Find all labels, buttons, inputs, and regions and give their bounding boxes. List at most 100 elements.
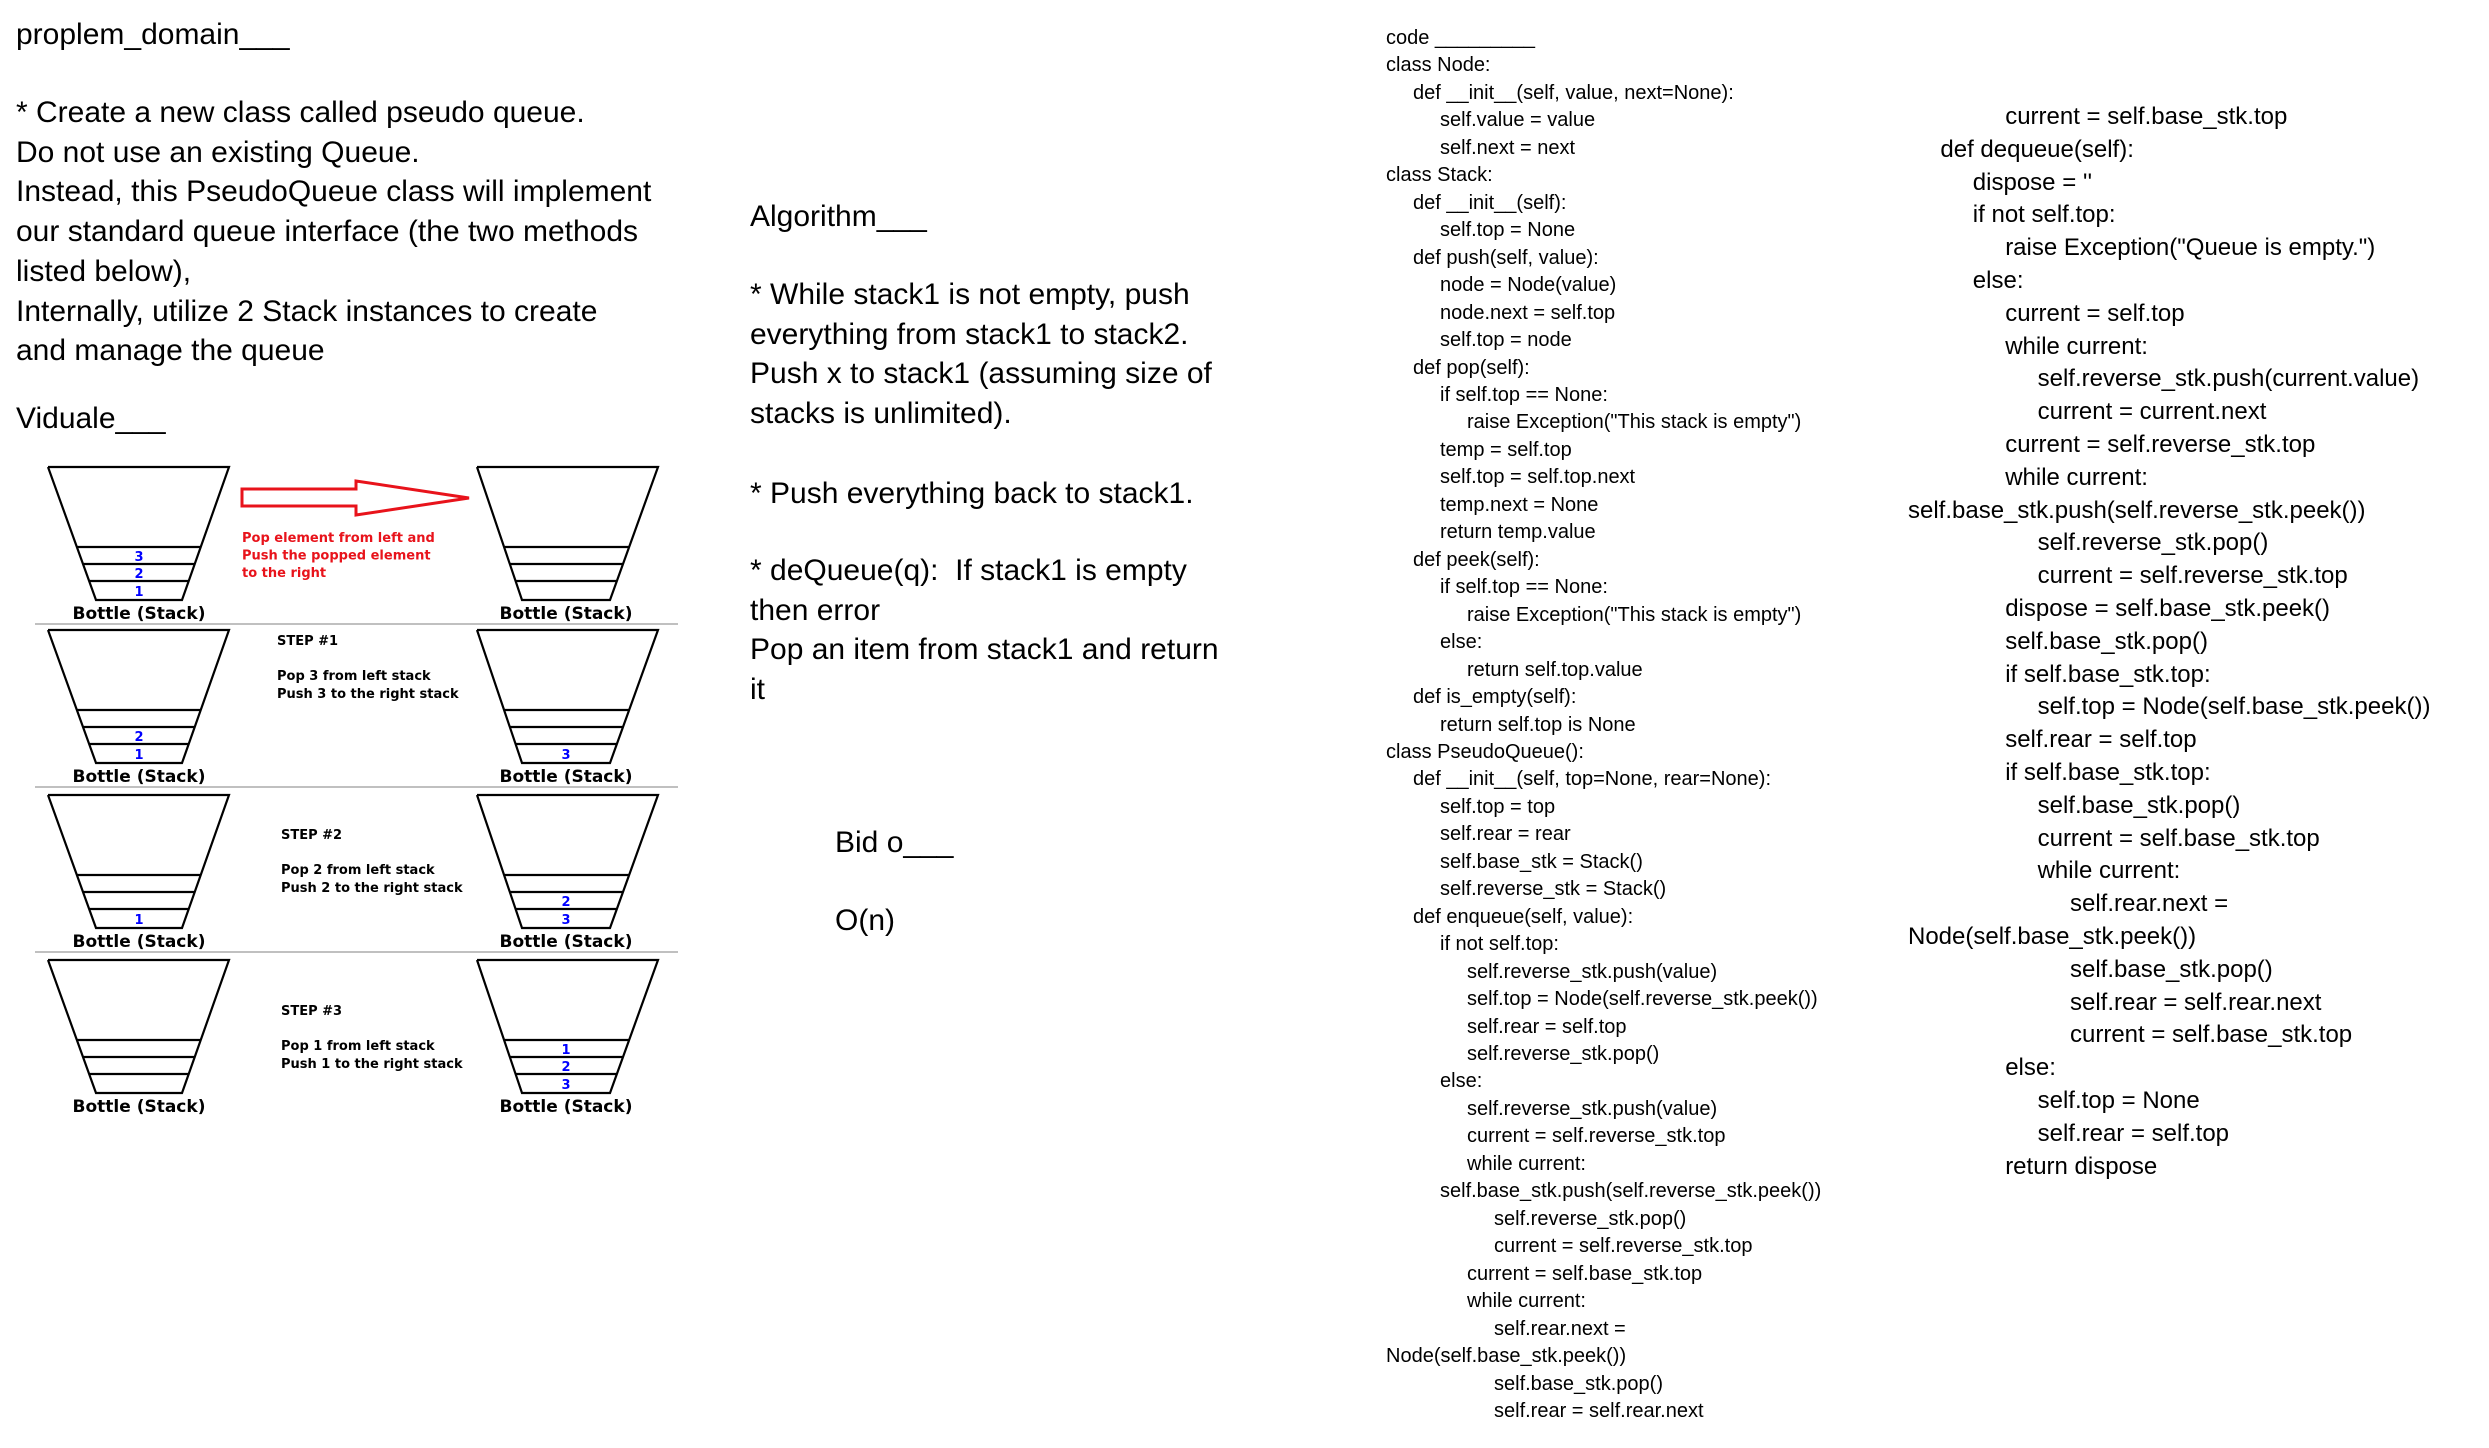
code-line: self.rear = rear	[1440, 823, 1571, 846]
code-line: else:	[1440, 1070, 1483, 1093]
dequeue-line: then error	[750, 593, 881, 627]
code-line: self.base_stk.pop()	[1494, 1372, 1663, 1395]
code-line: while current:	[1467, 1290, 1586, 1313]
code-line: self.top = self.top.next	[1440, 466, 1636, 489]
code-line: def enqueue(self, value):	[1413, 905, 1634, 928]
stack-item: 1	[134, 913, 143, 928]
step-pop-text: Pop 1 from left stack	[281, 1039, 435, 1054]
code-line: if not self.top:	[1440, 933, 1559, 956]
code-line: class Node:	[1386, 54, 1491, 77]
code-line: self.top = Node(self.reverse_stk.peek())	[1467, 988, 1818, 1011]
code-line: current = self.base_stk.top	[1467, 1262, 1703, 1285]
code-line: else:	[2005, 1054, 2056, 1082]
code-line: self.rear = self.top	[1467, 1015, 1627, 1038]
problem-line: Internally, utilize 2 Stack instances to…	[16, 294, 598, 328]
code-line: self.reverse_stk = Stack()	[1440, 878, 1667, 901]
stack-item: 2	[134, 567, 143, 582]
algorithm-line: Push x to stack1 (assuming size of	[750, 357, 1212, 391]
code-line: return temp.value	[1440, 521, 1596, 544]
code-line: else:	[1440, 631, 1483, 654]
arrow-caption: Pop element from left and	[242, 531, 435, 546]
code-line: temp.next = None	[1440, 493, 1599, 516]
bottle-right	[475, 465, 660, 602]
bottle-right	[475, 958, 660, 1095]
dequeue-line: * deQueue(q): If stack1 is empty	[750, 554, 1187, 587]
code-line: self.base_stk.pop()	[2070, 955, 2273, 983]
code-line: self.rear.next =	[2070, 890, 2229, 918]
code-line: current = current.next	[2037, 398, 2267, 426]
bottle-right	[475, 628, 660, 765]
code-line: def __init__(self):	[1413, 191, 1567, 214]
code-line: dispose = ''	[1972, 168, 2093, 196]
arrow-right-icon	[240, 479, 470, 517]
stack-item: 2	[134, 730, 143, 745]
code-line: self.top = None	[1440, 219, 1576, 242]
code-line: current = self.reverse_stk.top	[1494, 1235, 1753, 1258]
code-line: Node(self.base_stk.peek())	[1908, 923, 2197, 950]
step-title: STEP #1	[277, 634, 338, 649]
code-line: current = self.reverse_stk.top	[2005, 431, 2316, 458]
code-line: current = self.base_stk.top	[2037, 824, 2320, 852]
stack-item: 3	[134, 550, 143, 565]
arrow-caption: Push the popped element	[242, 549, 431, 564]
bottle-label: Bottle (Stack)	[73, 932, 206, 952]
code-line: return self.top.value	[1467, 658, 1643, 681]
step-push-text: Push 2 to the right stack	[281, 881, 463, 896]
algorithm-push-back: * Push everything back to stack1.	[750, 477, 1194, 510]
bottle-label: Bottle (Stack)	[500, 932, 633, 952]
bottle-left	[46, 958, 231, 1095]
code-line: while current:	[2005, 463, 2148, 491]
stack-item: 3	[561, 748, 570, 763]
code-line: def __init__(self, value, next=None):	[1413, 81, 1734, 104]
code-line: def dequeue(self):	[1940, 135, 2134, 163]
code-line: while current:	[2005, 332, 2148, 360]
problem-domain-heading: proplem_domain___	[16, 18, 290, 51]
bottle-label: Bottle (Stack)	[73, 1097, 206, 1117]
code-line: self.reverse_stk.push(value)	[1467, 1097, 1718, 1120]
code-line: self.top = Node(self.base_stk.peek())	[2037, 693, 2431, 721]
algorithm-heading: Algorithm___	[750, 200, 927, 233]
stack-item: 3	[561, 1078, 570, 1093]
bottle-left	[46, 793, 231, 930]
stack-item: 2	[561, 1060, 570, 1075]
step-pop-text: Pop 3 from left stack	[277, 669, 431, 684]
big-o-heading: Bid o___	[835, 826, 954, 859]
bottle-right	[475, 793, 660, 930]
stack-item: 3	[561, 913, 570, 928]
code-line: self.base_stk.pop()	[2005, 627, 2208, 655]
bottle-label: Bottle (Stack)	[500, 767, 633, 787]
code-line: self.rear = self.top	[2005, 726, 2197, 754]
stack-item: 1	[561, 1043, 570, 1058]
code-line: def __init__(self, top=None, rear=None):	[1413, 768, 1771, 791]
bottle-label: Bottle (Stack)	[73, 604, 206, 624]
code-line: dispose = self.base_stk.peek()	[2005, 595, 2331, 622]
code-line: self.reverse_stk.push(current.value)	[2037, 365, 2420, 393]
code-line: self.top = node	[1440, 329, 1572, 352]
code-line: else:	[1972, 267, 2024, 294]
code-line: current = self.reverse_stk.top	[2037, 562, 2348, 590]
code-line: self.rear = self.rear.next	[2070, 988, 2322, 1016]
problem-line: listed below),	[16, 254, 192, 288]
code-line: self.base_stk.push(self.reverse_stk.peek…	[1908, 496, 2366, 524]
code-line: def is_empty(self):	[1413, 686, 1577, 709]
code-line: if self.top == None:	[1440, 576, 1608, 599]
stack-item: 2	[561, 895, 570, 910]
algorithm-line: stacks is unlimited).	[750, 397, 1012, 431]
code-line: self.top = top	[1440, 795, 1556, 818]
code-line: self.base_stk.push(self.reverse_stk.peek…	[1440, 1180, 1822, 1203]
code-line: self.reverse_stk.pop()	[1467, 1043, 1660, 1066]
problem-line: Instead, this PseudoQueue class will imp…	[16, 175, 652, 209]
problem-line: Do not use an existing Queue.	[16, 135, 420, 169]
code-line: raise Exception("This stack is empty")	[1467, 411, 1802, 434]
code-line: if self.top == None:	[1440, 383, 1608, 406]
code-line: current = self.base_stk.top	[2005, 103, 2288, 130]
code-line: while current:	[1467, 1152, 1586, 1175]
visual-heading: Viduale___	[16, 402, 166, 435]
code-line: return self.top is None	[1440, 713, 1636, 736]
code-line: temp = self.top	[1440, 438, 1572, 461]
code-line: code _________	[1386, 27, 1536, 49]
code-line: while current:	[2037, 857, 2181, 885]
code-line: self.next = next	[1440, 136, 1576, 159]
big-o-value: O(n)	[835, 904, 895, 937]
